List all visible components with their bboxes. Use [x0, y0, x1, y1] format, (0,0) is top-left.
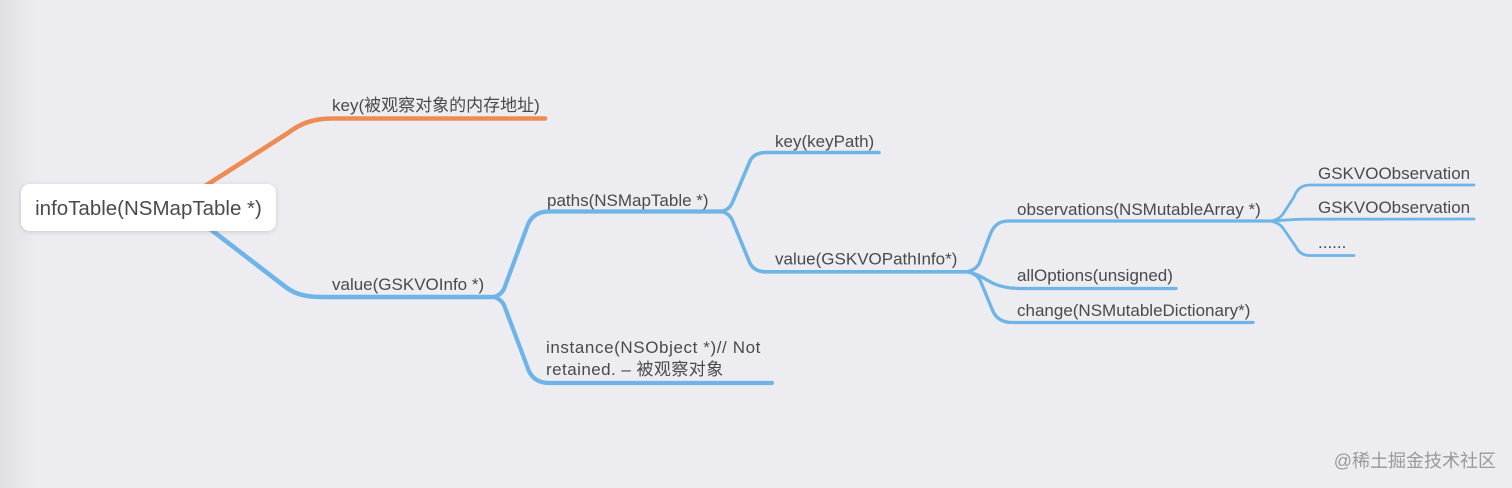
svg-text:infoTable(NSMapTable *): infoTable(NSMapTable *): [35, 197, 262, 220]
svg-text:......: ......: [1318, 233, 1346, 252]
svg-text:observations(NSMutableArray *): observations(NSMutableArray *): [1017, 200, 1261, 219]
svg-text:@稀土掘金技术社区: @稀土掘金技术社区: [1334, 451, 1496, 471]
svg-text:GSKVOObservation: GSKVOObservation: [1318, 198, 1470, 217]
svg-text:allOptions(unsigned): allOptions(unsigned): [1017, 266, 1173, 285]
svg-text:paths(NSMapTable *): paths(NSMapTable *): [547, 191, 709, 210]
svg-text:instance(NSObject *)// Not: instance(NSObject *)// Not: [546, 338, 761, 357]
svg-text:key(keyPath): key(keyPath): [775, 132, 874, 151]
svg-text:retained. – 被观察对象: retained. – 被观察对象: [546, 360, 724, 379]
svg-text:GSKVOObservation: GSKVOObservation: [1318, 164, 1470, 183]
svg-text:value(GSKVOPathInfo*): value(GSKVOPathInfo*): [775, 250, 957, 269]
svg-text:change(NSMutableDictionary*): change(NSMutableDictionary*): [1017, 301, 1250, 320]
svg-text:key(被观察对象的内存地址): key(被观察对象的内存地址): [332, 96, 540, 115]
svg-text:value(GSKVOInfo *): value(GSKVOInfo *): [332, 275, 484, 294]
